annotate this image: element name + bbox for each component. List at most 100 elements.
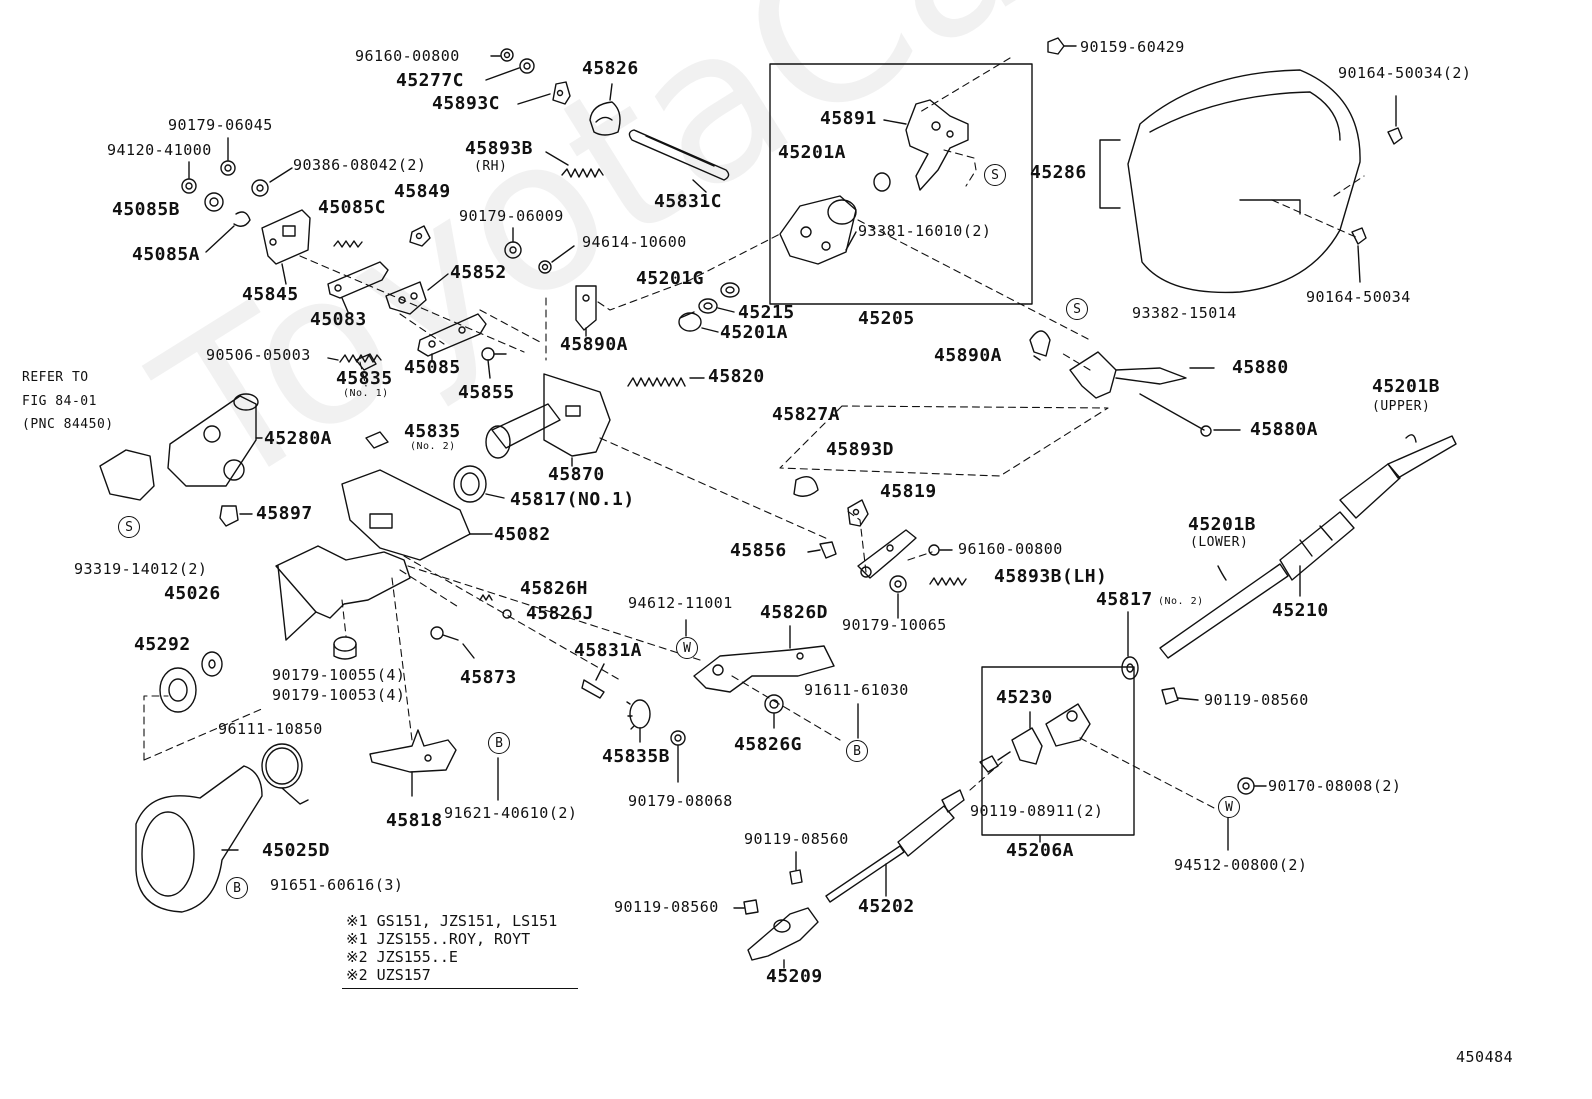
nut-94614 (538, 245, 575, 274)
bolt-90119-left (733, 899, 759, 915)
column-tube-45870 (485, 373, 611, 467)
clip-45277C (485, 58, 535, 81)
shaft-45210 (1159, 435, 1457, 659)
label-45827A: 45827A (772, 404, 841, 425)
label-45880A: 45880A (1250, 419, 1319, 440)
note-line: ※1 GS151, JZS151, LS151 (346, 912, 558, 930)
pin-45826J (502, 609, 512, 619)
label-90179-06009: 90179-06009 (459, 207, 564, 225)
label-91621-40610: 91621-40610(2) (444, 804, 578, 822)
bracket-45286 (1099, 139, 1121, 209)
label-90170-08008: 90170-08008(2) (1268, 777, 1402, 795)
lever-45819 (857, 529, 917, 579)
washer-94120 (181, 161, 197, 194)
label-45826J: 45826J (526, 603, 595, 624)
badge-w-94612: W (676, 637, 698, 659)
label-94120-41000: 94120-41000 (107, 141, 212, 159)
label-91611-61030: 91611-61030 (804, 681, 909, 699)
cover-45025D (135, 765, 263, 913)
bolt-45856 (807, 541, 837, 559)
clip-45827A (793, 476, 819, 497)
label-45230: 45230 (996, 687, 1053, 708)
clip-96160-mid (928, 544, 953, 556)
nut-90179-06045 (220, 137, 236, 176)
bracket-45890A-left (575, 285, 597, 337)
reference-line-2: FIG 84-01 (22, 394, 97, 409)
box-45205 (769, 63, 1033, 305)
label-45893D: 45893D (826, 439, 895, 460)
clip-45201B-lower (1217, 565, 1227, 581)
bushing-45201G (720, 282, 740, 298)
bushing-45201A-upper (873, 172, 891, 192)
label-45818: 45818 (386, 810, 443, 831)
label-45897: 45897 (256, 503, 313, 524)
label-90386-08042: 90386-08042(2) (293, 156, 427, 174)
ignition-lock-45280A (99, 393, 263, 501)
label-93382-15014: 93382-15014 (1132, 304, 1237, 322)
lever-45880 (1069, 351, 1215, 399)
spring-45820 (627, 377, 705, 387)
label-90159-60429: 90159-60429 (1080, 38, 1185, 56)
label-45819: 45819 (880, 481, 937, 502)
plate-45085 (417, 313, 487, 363)
label-90119-08560-mid: 90119-08560 (744, 830, 849, 848)
clamp-96111 (261, 743, 309, 805)
clip-45890A-right (1029, 330, 1051, 361)
label-90179-08068: 90179-08068 (628, 792, 733, 810)
badge-b-91611: B (846, 740, 868, 762)
column-cover-45286 (1127, 69, 1361, 294)
label-45845: 45845 (242, 284, 299, 305)
label-45280A: 45280A (264, 428, 333, 449)
spring-45893B-lh (929, 577, 967, 586)
label-45206A: 45206A (1006, 840, 1075, 861)
label-45026: 45026 (164, 583, 221, 604)
nut-90179-06009 (504, 227, 522, 259)
label-45085B: 45085B (112, 199, 181, 220)
collar-45817-no2 (1121, 611, 1139, 680)
label-45082: 45082 (494, 524, 551, 545)
gear-45835B (626, 699, 651, 743)
label-45201B-upper-sub: (UPPER) (1372, 399, 1431, 414)
label-45277C: 45277C (396, 70, 465, 91)
label-45025D: 45025D (262, 840, 331, 861)
box-45206A (981, 666, 1135, 836)
label-45209: 45209 (766, 966, 823, 987)
label-45849: 45849 (394, 181, 451, 202)
label-45891: 45891 (820, 108, 877, 129)
label-90179-06045: 90179-06045 (168, 116, 273, 134)
label-94512-00800: 94512-00800(2) (1174, 856, 1308, 874)
clip-45849 (409, 225, 431, 247)
badge-b-91651: B (226, 877, 248, 899)
bolt-45855 (481, 347, 507, 379)
assembly-lines (143, 57, 1365, 809)
rod-45880A (1139, 393, 1241, 437)
badge-w-94512: W (1218, 796, 1240, 818)
label-45201B-upper: 45201B (1372, 376, 1441, 397)
label-45201G: 45201G (636, 268, 705, 289)
label-45852: 45852 (450, 262, 507, 283)
label-45292: 45292 (134, 634, 191, 655)
label-45831A: 45831A (574, 640, 643, 661)
clip-45085A (205, 211, 251, 253)
label-45880: 45880 (1232, 357, 1289, 378)
label-45835B: 45835B (602, 746, 671, 767)
label-45856: 45856 (730, 540, 787, 561)
collar-45826G (764, 694, 784, 729)
bolt-90119-08911 (979, 751, 1011, 773)
support-45082 (275, 469, 493, 641)
label-45083: 45083 (310, 309, 367, 330)
label-45817-no1: 45817(NO.1) (510, 489, 635, 510)
label-45817-no2: 45817 (1096, 589, 1153, 610)
label-90119-08911: 90119-08911(2) (970, 802, 1104, 820)
screw-90164-top (1387, 95, 1403, 145)
badge-b-91621: B (488, 732, 510, 754)
nut-90179-08068 (670, 730, 686, 783)
label-45890A-right: 45890A (934, 345, 1003, 366)
label-45893B-rh: (RH) (474, 159, 508, 174)
spring-90506 (327, 354, 382, 363)
label-45201A-top: 45201A (778, 142, 847, 163)
label-45210: 45210 (1272, 600, 1329, 621)
badge-s-93381: S (984, 164, 1006, 186)
label-45835-no2-sub: (No. 2) (410, 441, 456, 452)
